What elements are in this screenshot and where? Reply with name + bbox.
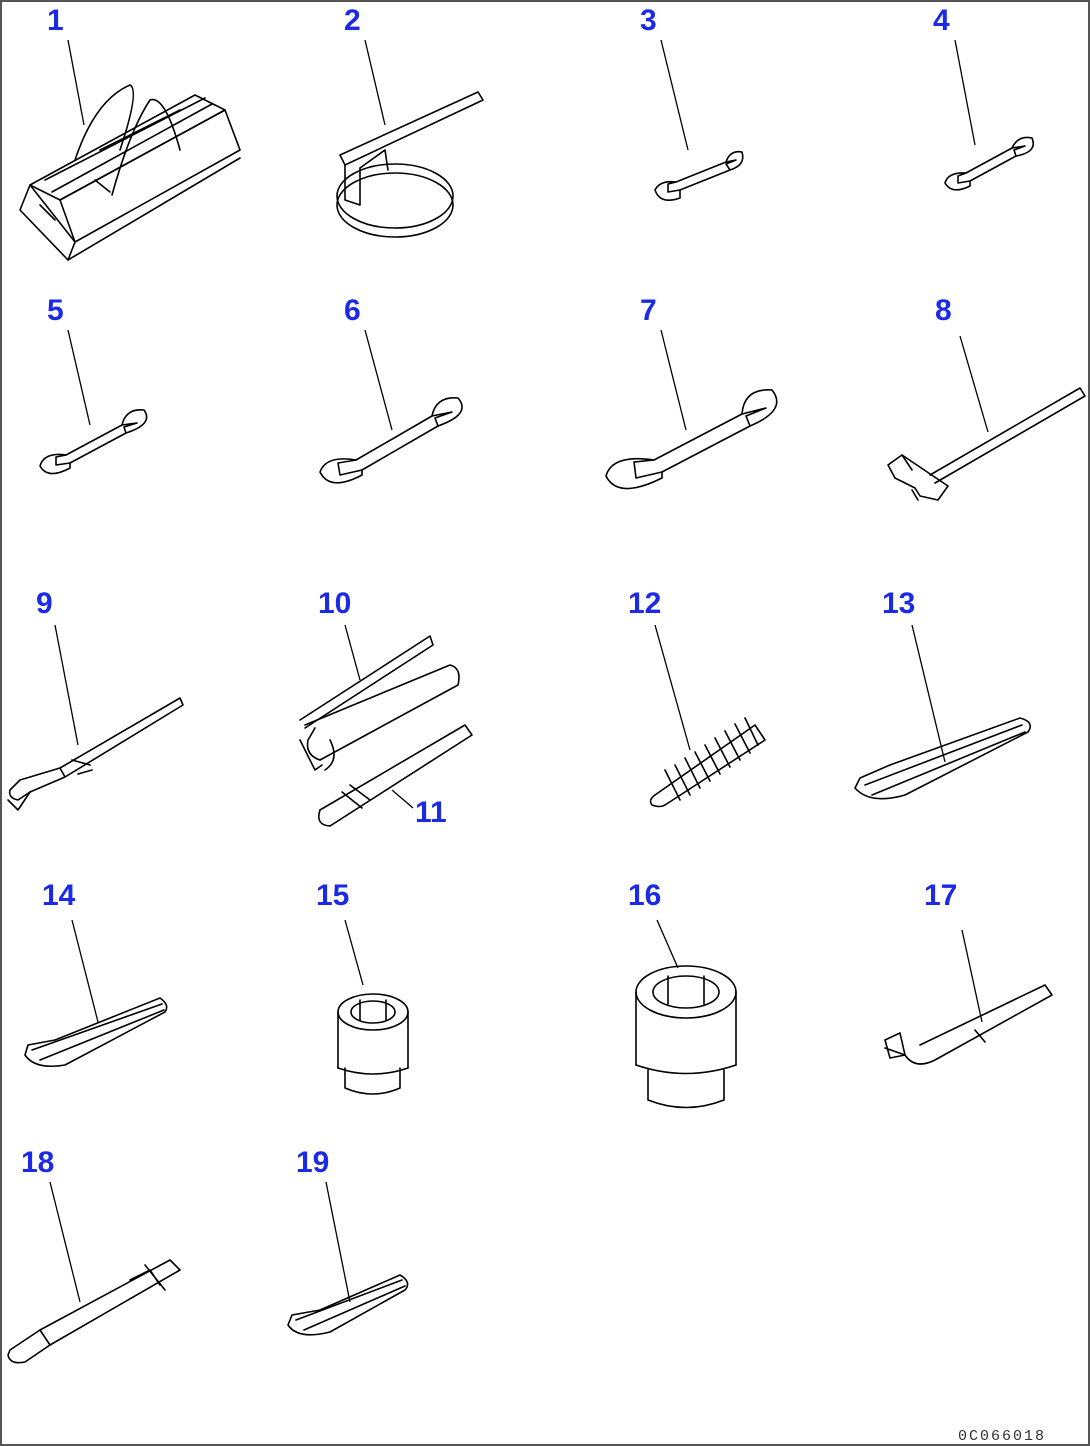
pry-bar-icon xyxy=(7,697,184,811)
hose-spring-icon xyxy=(649,717,766,808)
open-end-wrench-icon xyxy=(944,136,1035,191)
callout-18: 18 xyxy=(21,1146,54,1179)
grease-gun-icon xyxy=(299,635,460,771)
callout-10: 10 xyxy=(318,587,351,620)
callout-5: 5 xyxy=(47,294,64,327)
open-end-wrench-icon xyxy=(319,397,463,484)
callout-6: 6 xyxy=(344,294,361,327)
callout-7: 7 xyxy=(640,294,657,327)
callout-9: 9 xyxy=(36,587,53,620)
socket-icon xyxy=(337,993,409,1095)
leader-lines xyxy=(49,39,989,1303)
tool-box-icon xyxy=(19,84,241,261)
callout-3: 3 xyxy=(640,4,657,37)
callout-1: 1 xyxy=(47,4,64,37)
callout-19: 19 xyxy=(296,1146,329,1179)
callout-8: 8 xyxy=(935,294,952,327)
callout-16: 16 xyxy=(628,879,661,912)
socket-handle-icon xyxy=(7,1259,181,1364)
hex-key-icon xyxy=(287,1274,409,1336)
open-end-wrench-icon xyxy=(39,408,148,475)
drawing-id: 0C066018 xyxy=(958,1428,1046,1445)
hammer-icon xyxy=(887,387,1086,501)
callout-2: 2 xyxy=(344,4,361,37)
open-end-wrench-icon xyxy=(605,389,778,490)
callout-11: 11 xyxy=(415,796,447,829)
l-handle-icon xyxy=(884,984,1053,1065)
callout-12: 12 xyxy=(628,587,661,620)
hex-key-icon xyxy=(854,717,1031,800)
callout-17: 17 xyxy=(924,879,957,912)
callout-13: 13 xyxy=(882,587,915,620)
grease-nozzle-icon xyxy=(317,724,473,827)
callout-4: 4 xyxy=(933,4,950,37)
callout-14: 14 xyxy=(42,879,76,912)
filter-wrench-icon xyxy=(336,91,484,238)
callout-15: 15 xyxy=(316,879,349,912)
open-end-wrench-icon xyxy=(654,150,744,201)
socket-icon xyxy=(635,965,737,1109)
hex-key-icon xyxy=(24,997,168,1068)
